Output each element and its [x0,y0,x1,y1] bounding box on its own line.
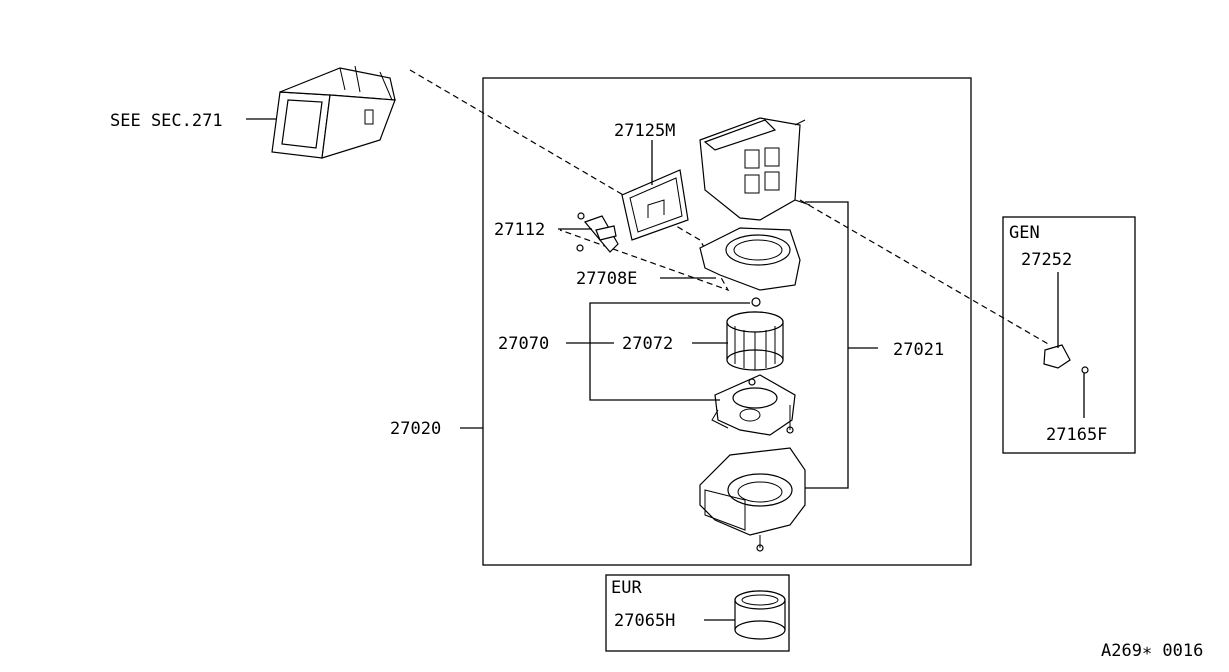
gen-part-27252-drawing [1043,344,1089,374]
label-27072: 27072 [622,334,673,354]
label-27708E: 27708E [576,269,637,289]
label-27112: 27112 [494,220,545,240]
label-drawing-code: A269∗ 0016 [1101,641,1203,661]
upper-housing-drawing [699,117,811,221]
eur-part-27065H-drawing [734,590,786,640]
main-assembly-frame [482,77,972,566]
bracket-27112-drawing [576,212,619,253]
filter-27125M-drawing [621,169,689,241]
duct-part-drawing [271,65,396,159]
label-eur-title: EUR [611,578,642,598]
seal-27708E-drawing [699,227,801,291]
motor-27070-drawing [711,374,796,436]
lower-housing-drawing [699,447,806,552]
label-27065H: 27065H [614,611,675,631]
bracket-27021 [805,201,849,489]
label-27125M: 27125M [614,121,675,141]
label-see-sec: SEE SEC.271 [110,111,223,131]
fan-27072-drawing [726,297,784,371]
label-27252: 27252 [1021,250,1072,270]
eur-variant-box [605,574,790,652]
bracket-27070 [589,302,750,401]
label-27020: 27020 [390,419,441,439]
label-gen-title: GEN [1009,223,1040,243]
label-27021: 27021 [893,340,944,360]
dashed-connector-gen [799,199,1051,346]
label-27165F: 27165F [1046,425,1107,445]
label-27070: 27070 [498,334,549,354]
gen-variant-box [1002,216,1136,454]
